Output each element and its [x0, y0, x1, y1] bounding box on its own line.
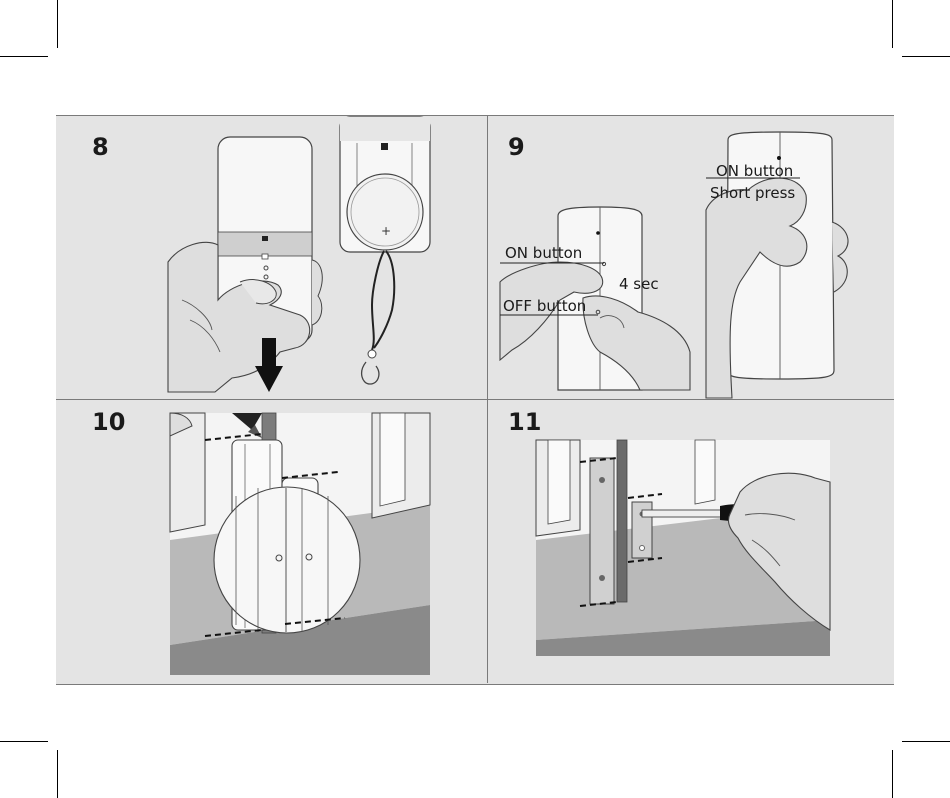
step-number: 9	[508, 133, 525, 161]
off-button-label: OFF button	[503, 297, 587, 315]
divider-horizontal	[56, 399, 894, 400]
crop-mark	[0, 741, 48, 742]
crop-mark	[902, 741, 950, 742]
step-number: 8	[92, 133, 109, 161]
crop-mark	[902, 56, 950, 57]
on-button-label: ON button	[505, 244, 583, 262]
step-number: 10	[92, 408, 126, 436]
on-button-label: ON button	[716, 162, 794, 180]
crop-mark	[57, 750, 58, 798]
crop-mark	[0, 56, 48, 57]
hand	[727, 472, 831, 631]
short-press-label: Short press	[710, 184, 796, 202]
battery	[346, 173, 424, 251]
crop-mark	[892, 750, 893, 798]
lanyard	[370, 250, 396, 351]
down-arrow	[262, 338, 276, 368]
step-number: 11	[508, 408, 542, 436]
zoom-circle	[213, 486, 361, 634]
svg-text:+: +	[381, 224, 391, 238]
duration-label: 4 sec	[619, 275, 659, 293]
crop-mark	[57, 0, 58, 48]
crop-mark	[892, 0, 893, 48]
